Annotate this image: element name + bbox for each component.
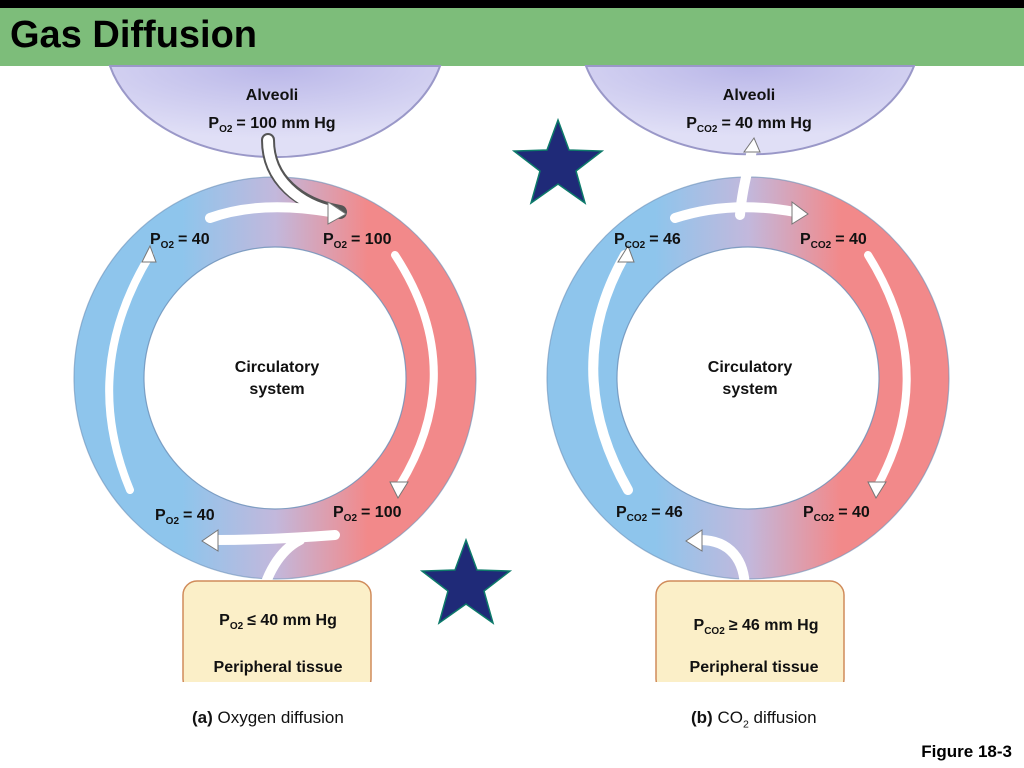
top-rule xyxy=(0,0,1024,8)
arrowhead-right xyxy=(867,481,887,500)
tissue-box xyxy=(182,580,372,694)
alveoli-label: Alveoli xyxy=(246,87,298,104)
star-icon xyxy=(419,537,513,625)
arrowhead-top xyxy=(327,201,347,225)
arrowhead-right xyxy=(389,481,409,500)
arrow-top xyxy=(670,202,800,223)
arrowhead-left xyxy=(617,244,635,263)
alveoli-dome xyxy=(108,65,442,159)
arrowhead-top xyxy=(791,201,809,225)
star-icon xyxy=(511,117,605,205)
title-banner xyxy=(0,8,1024,66)
alveoli-dome xyxy=(584,65,916,156)
arrow-top xyxy=(205,202,335,223)
caption-co2: (b) CO2 diffusion xyxy=(691,708,817,731)
arrowhead-left xyxy=(141,244,157,263)
panel-co2: Alveoli PCO2= 40 mm Hg Circulatory syste… xyxy=(546,65,950,696)
alveoli-label: Alveoli xyxy=(723,87,775,104)
flow-arrows xyxy=(105,133,438,610)
arrow-left xyxy=(588,250,633,495)
ring-inner-edge xyxy=(616,246,880,510)
tissue-pressure: PO2≤ 40 mm Hg xyxy=(219,612,337,632)
caption-oxygen: (a) Oxygen diffusion xyxy=(192,708,344,727)
tissue-box xyxy=(655,580,845,694)
loop-label-line1: Circulatory xyxy=(708,359,793,376)
arrow-heads xyxy=(617,136,887,552)
arrow-bottom xyxy=(210,530,340,545)
arrowhead-alveoli xyxy=(743,136,761,153)
tissue-label: Peripheral tissue xyxy=(214,659,343,676)
ring-inner-edge xyxy=(143,246,407,510)
loop-label-line2: system xyxy=(249,381,304,398)
tissue-label: Peripheral tissue xyxy=(690,659,819,676)
page-title: Gas Diffusion xyxy=(10,14,258,56)
loop-label-line1: Circulatory xyxy=(235,359,320,376)
loop-label-line2: system xyxy=(722,381,777,398)
tissue-box-mask xyxy=(180,682,376,696)
figure-label: Figure 18-3 xyxy=(921,742,1012,761)
arrow-right xyxy=(391,251,438,489)
arrow-left xyxy=(105,251,154,494)
panel-oxygen: Alveoli PO2= 100 mm Hg Circulatory syste… xyxy=(73,65,477,696)
arrowhead-bottom xyxy=(201,529,219,552)
arrow-right xyxy=(864,251,911,489)
tissue-box-mask xyxy=(652,682,848,696)
alveoli-pressure: PO2= 100 mm Hg xyxy=(208,115,335,135)
arrowhead-bottom xyxy=(685,529,703,552)
